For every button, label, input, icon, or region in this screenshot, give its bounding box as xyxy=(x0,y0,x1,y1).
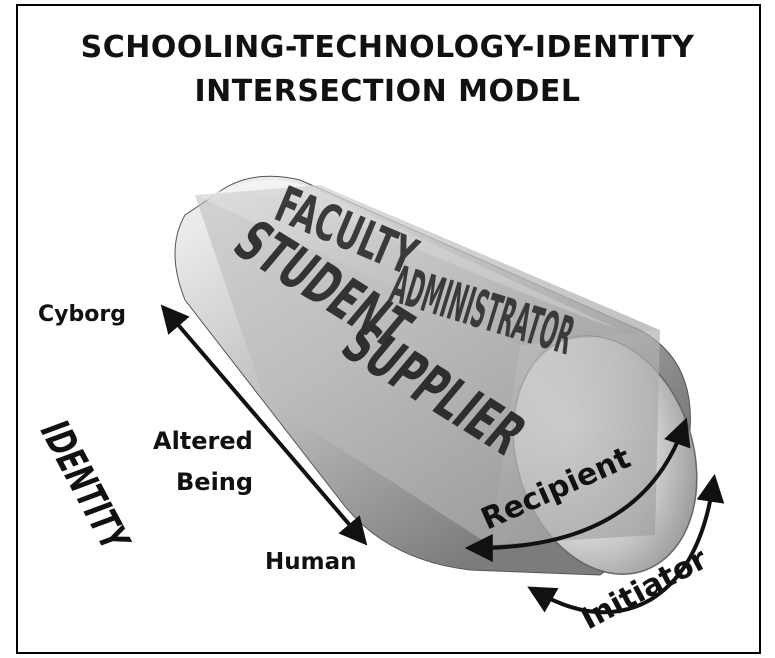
diagram-title-line-1: SCHOOLING-TECHNOLOGY-IDENTITY xyxy=(80,30,695,65)
identity-axis-arrow xyxy=(160,304,368,546)
prism-top-face xyxy=(195,185,660,345)
identity-bottom-label: Human xyxy=(265,549,356,575)
initiator-arc-arrow xyxy=(527,473,725,615)
identity-top-label: Cyborg xyxy=(38,302,126,327)
identity-middle-label-line1: Altered xyxy=(153,427,253,455)
diagram-title-line-2: INTERSECTION MODEL xyxy=(194,74,581,109)
identity-axis-title: IDENTITY xyxy=(32,413,139,560)
identity-middle-label-line2: Being xyxy=(176,468,253,496)
